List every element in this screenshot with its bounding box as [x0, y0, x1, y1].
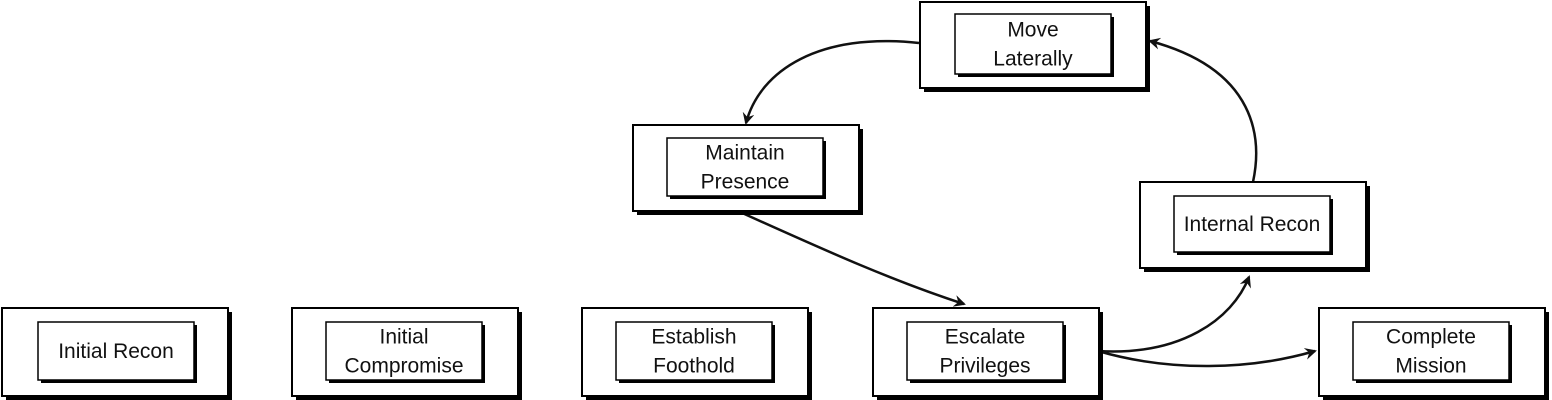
node-inner-box	[954, 13, 1112, 75]
arrow-move-laterally-to-maintain-presence	[742, 39, 920, 125]
node-label: Maintain	[705, 142, 784, 165]
node-inner-box	[666, 137, 824, 197]
arrow-escalate-privileges-to-complete-mission	[1097, 348, 1317, 368]
node-internal-recon: Internal Recon	[1139, 181, 1370, 272]
arrow-internal-recon-to-move-laterally	[1148, 37, 1258, 183]
node-inner-box	[1352, 321, 1510, 381]
node-label: Internal Recon	[1184, 213, 1321, 236]
node-inner-box	[37, 321, 195, 381]
node-label: Initial	[379, 326, 428, 349]
node-label: Laterally	[993, 48, 1073, 71]
arrow-escalate-privileges-to-internal-recon	[1097, 275, 1251, 353]
arrow-maintain-presence-to-escalate-privileges	[739, 210, 966, 307]
node-initial-recon: Initial Recon	[1, 307, 232, 400]
node-label: Compromise	[344, 355, 463, 378]
edges-layer	[739, 37, 1317, 368]
node-label: Mission	[1395, 355, 1466, 378]
node-inner-box	[906, 321, 1064, 381]
node-label: Privileges	[939, 355, 1030, 378]
node-label: Foothold	[653, 355, 735, 378]
node-label: Escalate	[945, 326, 1026, 349]
node-label: Move	[1007, 19, 1058, 42]
node-label: Presence	[701, 171, 790, 194]
node-label: Complete	[1386, 326, 1476, 349]
node-label: Initial Recon	[58, 340, 174, 363]
node-inner-box	[325, 321, 483, 381]
node-label: Establish	[651, 326, 736, 349]
node-inner-box	[1173, 195, 1331, 253]
node-inner-box	[615, 321, 773, 381]
